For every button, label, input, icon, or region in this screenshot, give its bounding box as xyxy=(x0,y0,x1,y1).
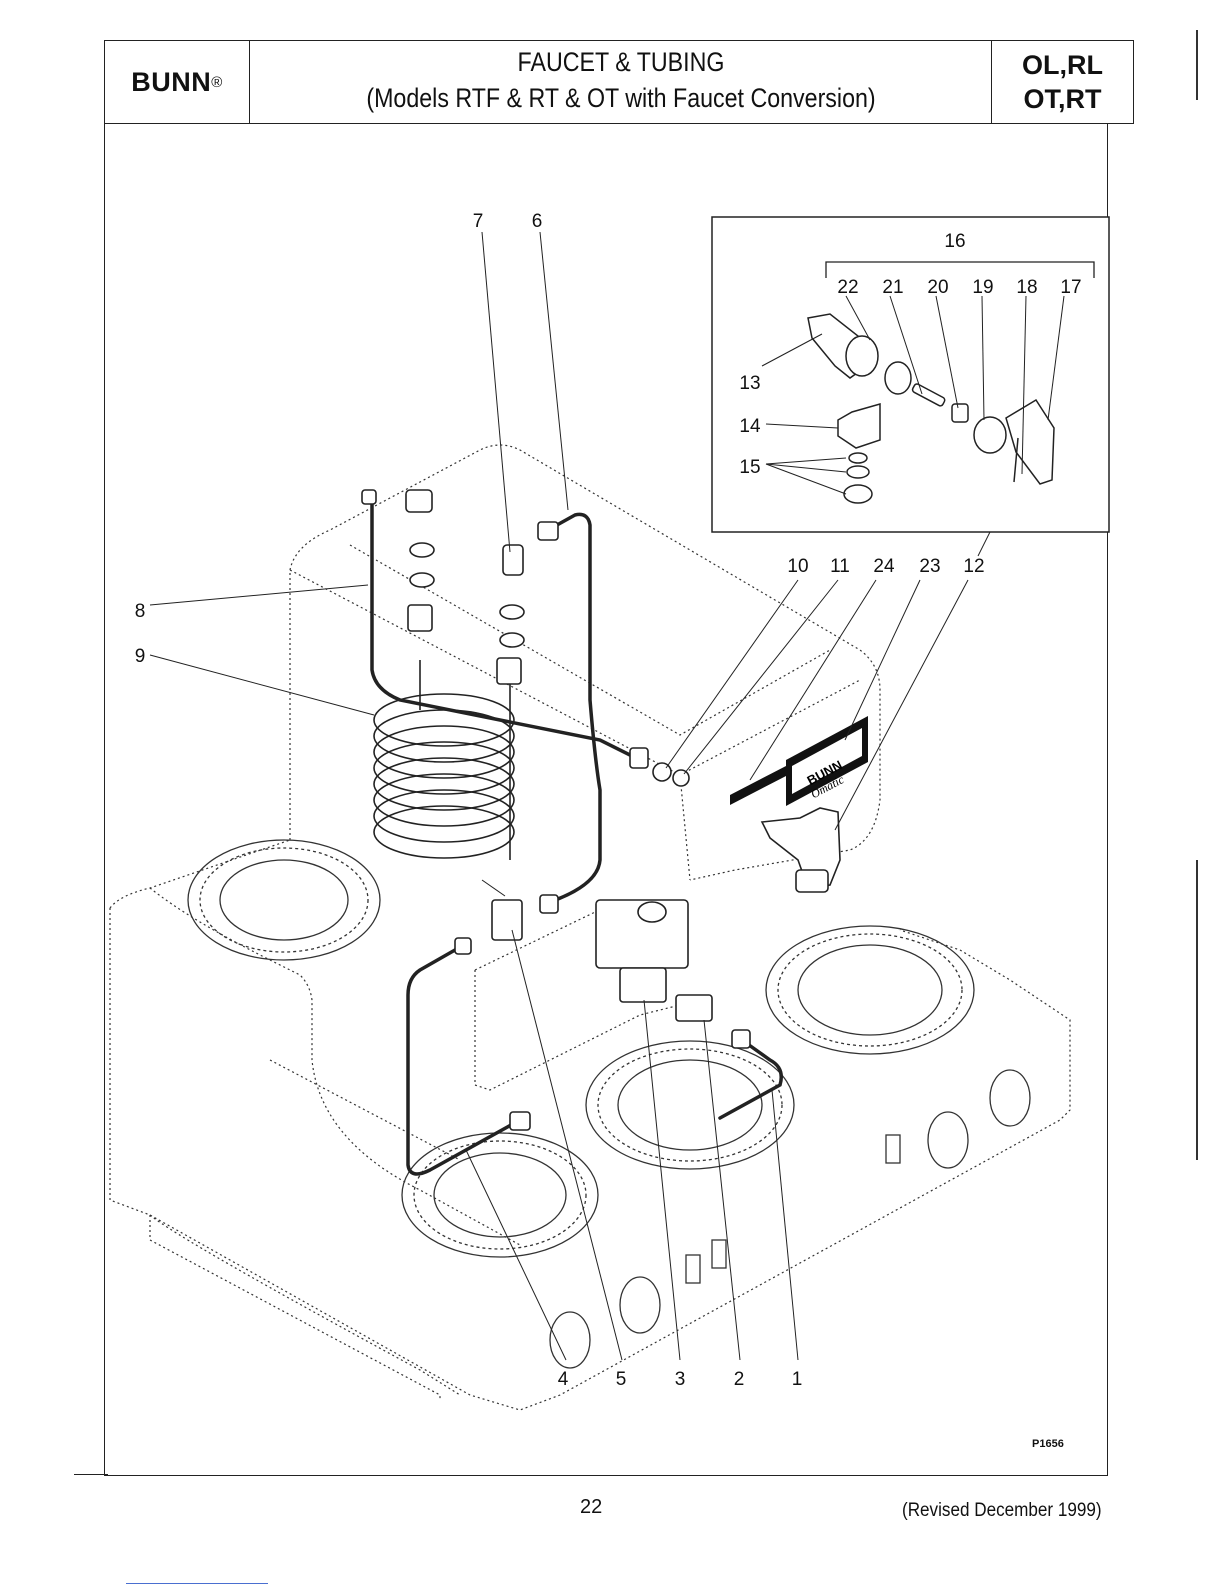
callout-14: 14 xyxy=(739,416,761,437)
callout-18: 18 xyxy=(1016,277,1037,298)
callout-24: 24 xyxy=(873,556,895,577)
scan-edge-line xyxy=(1196,860,1198,1160)
callout-12: 12 xyxy=(963,556,984,577)
detail-inset xyxy=(712,217,1109,532)
tubing xyxy=(372,498,781,1174)
callout-4: 4 xyxy=(558,1369,569,1390)
control-knobs xyxy=(550,1070,1030,1368)
faucet-assembly xyxy=(762,808,840,892)
callout-2: 2 xyxy=(734,1369,745,1390)
decal: BUNN Omatic xyxy=(730,716,868,806)
callout-20: 20 xyxy=(927,277,948,298)
revision-note: (Revised December 1999) xyxy=(902,1500,1102,1522)
callout-23: 23 xyxy=(919,556,940,577)
callout-1: 1 xyxy=(792,1369,803,1390)
scan-edge-line xyxy=(1196,30,1198,100)
callout-15: 15 xyxy=(739,457,760,478)
tank-coil xyxy=(374,660,514,860)
callout-7: 7 xyxy=(473,211,484,232)
page-number: 22 xyxy=(580,1496,602,1519)
callout-8: 8 xyxy=(135,601,146,622)
callout-21: 21 xyxy=(882,277,903,298)
callout-5: 5 xyxy=(616,1369,627,1390)
warmer-plates xyxy=(188,840,974,1257)
callout-19: 19 xyxy=(972,277,993,298)
callout-10: 10 xyxy=(787,556,808,577)
callout-16: 16 xyxy=(944,231,965,252)
callout-22: 22 xyxy=(837,277,858,298)
figure-id: P1656 xyxy=(1032,1438,1064,1450)
fittings xyxy=(362,490,750,1130)
callout-13: 13 xyxy=(739,373,760,394)
callout-9: 9 xyxy=(135,646,146,667)
callout-3: 3 xyxy=(675,1369,686,1390)
callout-6: 6 xyxy=(532,211,543,232)
callout-17: 17 xyxy=(1060,277,1081,298)
callout-11: 11 xyxy=(830,556,850,577)
